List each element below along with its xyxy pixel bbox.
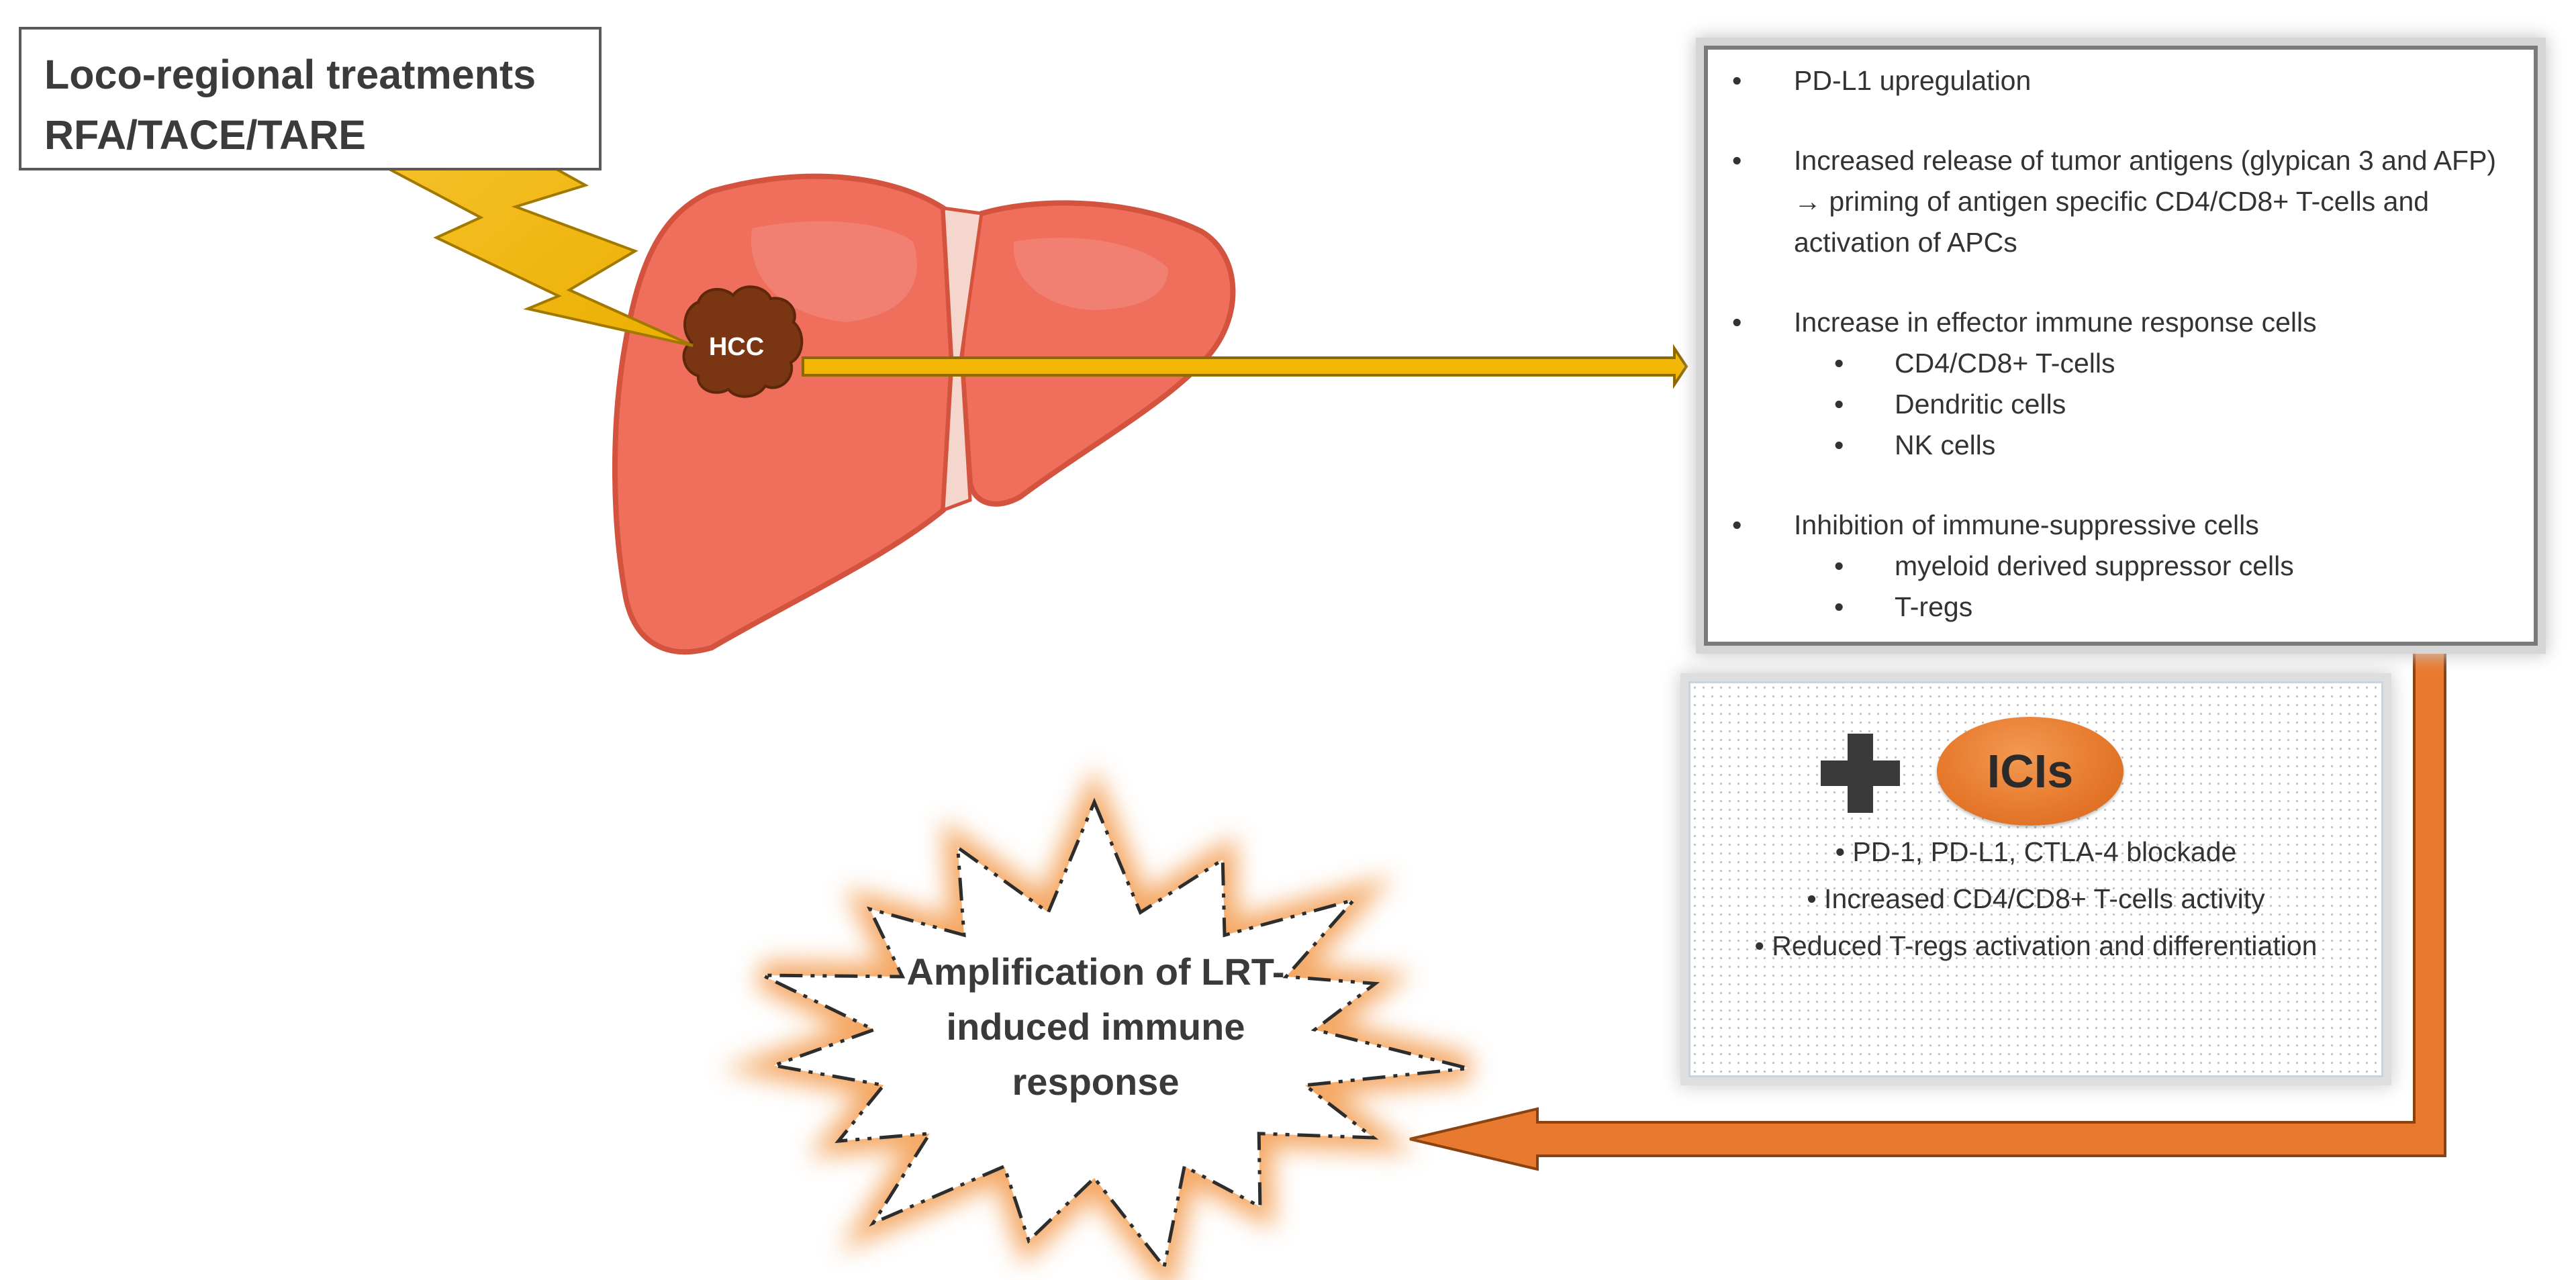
tumor-hcc (682, 285, 804, 398)
icis-item: • Increased CD4/CD8+ T-cells activity (1807, 883, 2265, 914)
treatment-title-box: Loco-regional treatments RFA/TACE/TARE (19, 27, 602, 170)
effects-subitem: NK cells (1794, 425, 2520, 466)
effects-subitem: Dendritic cells (1794, 384, 2520, 425)
treatment-title-line2: RFA/TACE/TARE (44, 112, 366, 158)
effects-item: Inhibition of immune-suppressive cells m… (1708, 505, 2520, 628)
effects-item-text: Increased release of tumor antigens (gly… (1794, 145, 2497, 258)
effects-sublist: myeloid derived suppressor cells T-regs (1794, 546, 2520, 628)
icis-item: • Reduced T-regs activation and differen… (1754, 930, 2318, 961)
effects-subitem: myeloid derived suppressor cells (1794, 546, 2520, 587)
treatment-title-line1: Loco-regional treatments (44, 52, 536, 97)
icis-item: • PD-1, PD-L1, CTLA-4 blockade (1835, 836, 2237, 867)
effects-list: PD-L1 upregulation Increased release of … (1708, 50, 2534, 628)
effects-subitem: CD4/CD8+ T-cells (1794, 343, 2520, 384)
icis-badge: ICIs (1937, 717, 2124, 826)
outcome-burst (761, 797, 1469, 1271)
outcome-line3: response (1012, 1061, 1180, 1103)
effects-sublist: CD4/CD8+ T-cells Dendritic cells NK cell… (1794, 343, 2520, 466)
outcome-line1: Amplification of LRT- (906, 950, 1285, 993)
liver-highlight (1013, 238, 1168, 310)
outcome-line2: induced immune (946, 1005, 1245, 1048)
arrow-tumor-to-effects (802, 344, 1688, 389)
arrow-effects-to-outcome (1409, 646, 2446, 1171)
effects-item-text: Increase in effector immune response cel… (1794, 307, 2317, 338)
effects-item-text: PD-L1 upregulation (1794, 65, 2032, 96)
effects-item: PD-L1 upregulation (1708, 60, 2520, 101)
effects-item: Increase in effector immune response cel… (1708, 302, 2520, 466)
icis-list: • PD-1, PD-L1, CTLA-4 blockade • Increas… (1699, 832, 2373, 973)
immune-effects-box: PD-L1 upregulation Increased release of … (1704, 46, 2538, 646)
effects-item: Increased release of tumor antigens (gly… (1708, 140, 2520, 263)
outcome-text: Amplification of LRT- induced immune res… (841, 944, 1351, 1110)
effects-item-text: Inhibition of immune-suppressive cells (1794, 509, 2259, 540)
plus-icon (1821, 734, 1900, 813)
liver-highlight (751, 221, 917, 322)
effects-subitem: T-regs (1794, 587, 2520, 628)
tumor-label: HCC (708, 333, 765, 361)
